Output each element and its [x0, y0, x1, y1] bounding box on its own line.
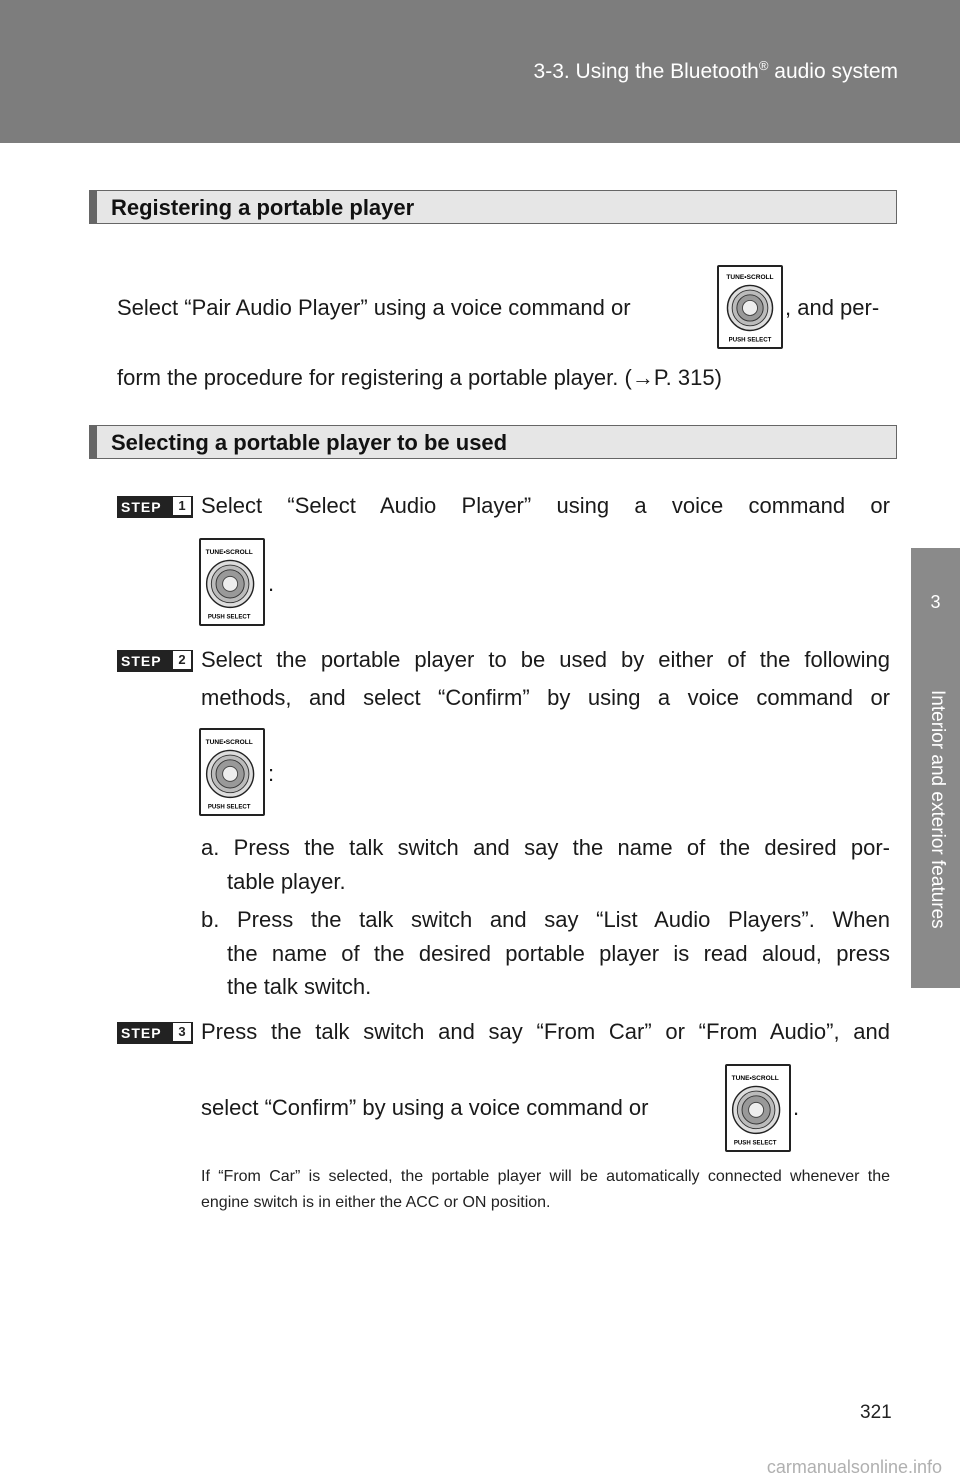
tune-scroll-knob-icon: TUNE•SCROLL PUSH SELECT [199, 538, 265, 626]
note-text: If “From Car” is selected, the portable … [201, 1168, 890, 1211]
section-heading-select: Selecting a portable player to be used [89, 425, 897, 459]
chapter-number: 3 [930, 592, 941, 612]
section-heading-register: Registering a portable player [89, 190, 897, 224]
tune-scroll-knob-icon: TUNE•SCROLL PUSH SELECT [725, 1064, 791, 1152]
step-2-line1: Select the portable player to be used by… [201, 647, 890, 672]
method-b-line1: b. Press the talk switch and say “List A… [201, 907, 890, 932]
method-b-line2: the name of the desired portable player … [227, 941, 890, 966]
header-title: 3-3. Using the Bluetooth® audio system [533, 58, 898, 83]
step-3-after: . [793, 1095, 800, 1120]
register-line2: form the procedure for registering a por… [117, 365, 722, 390]
svg-text:TUNE•SCROLL: TUNE•SCROLL [732, 1075, 779, 1082]
step-1-text: Select “Select Audio Player” using a voi… [201, 493, 890, 518]
method-a-line2: table player. [227, 869, 346, 894]
tune-scroll-knob-icon: TUNE•SCROLL PUSH SELECT [199, 728, 265, 816]
register-line1-a: Select “Pair Audio Player” using a voice… [117, 295, 631, 320]
method-a-line1: a. Press the talk switch and say the nam… [201, 835, 890, 860]
svg-text:TUNE•SCROLL: TUNE•SCROLL [206, 739, 253, 746]
svg-text:TUNE•SCROLL: TUNE•SCROLL [206, 549, 253, 556]
page-number: 321 [860, 1402, 892, 1423]
svg-text:PUSH SELECT: PUSH SELECT [734, 1140, 777, 1147]
step-3-line1: Press the talk switch and say “From Car”… [201, 1019, 890, 1044]
watermark: carmanualsonline.info [766, 1457, 942, 1477]
page-header: 3-3. Using the Bluetooth® audio system [0, 0, 960, 143]
step-1-after: . [268, 571, 275, 596]
svg-text:TUNE•SCROLL: TUNE•SCROLL [726, 274, 773, 281]
register-line1-b: , and per- [785, 295, 880, 320]
step-3-line2: select “Confirm” by using a voice comman… [201, 1095, 649, 1120]
method-b-line3: the talk switch. [227, 974, 372, 999]
chapter-tab[interactable] [911, 548, 960, 988]
tune-scroll-knob-icon: TUNE•SCROLL PUSH SELECT [717, 265, 783, 349]
step-2-after: : [268, 761, 275, 786]
chapter-label: Interior and exterior features [927, 690, 948, 929]
svg-text:PUSH SELECT: PUSH SELECT [729, 337, 772, 344]
step-2-line2: methods, and select “Confirm” by using a… [201, 685, 890, 710]
svg-text:PUSH SELECT: PUSH SELECT [208, 614, 251, 621]
svg-text:PUSH SELECT: PUSH SELECT [208, 804, 251, 811]
